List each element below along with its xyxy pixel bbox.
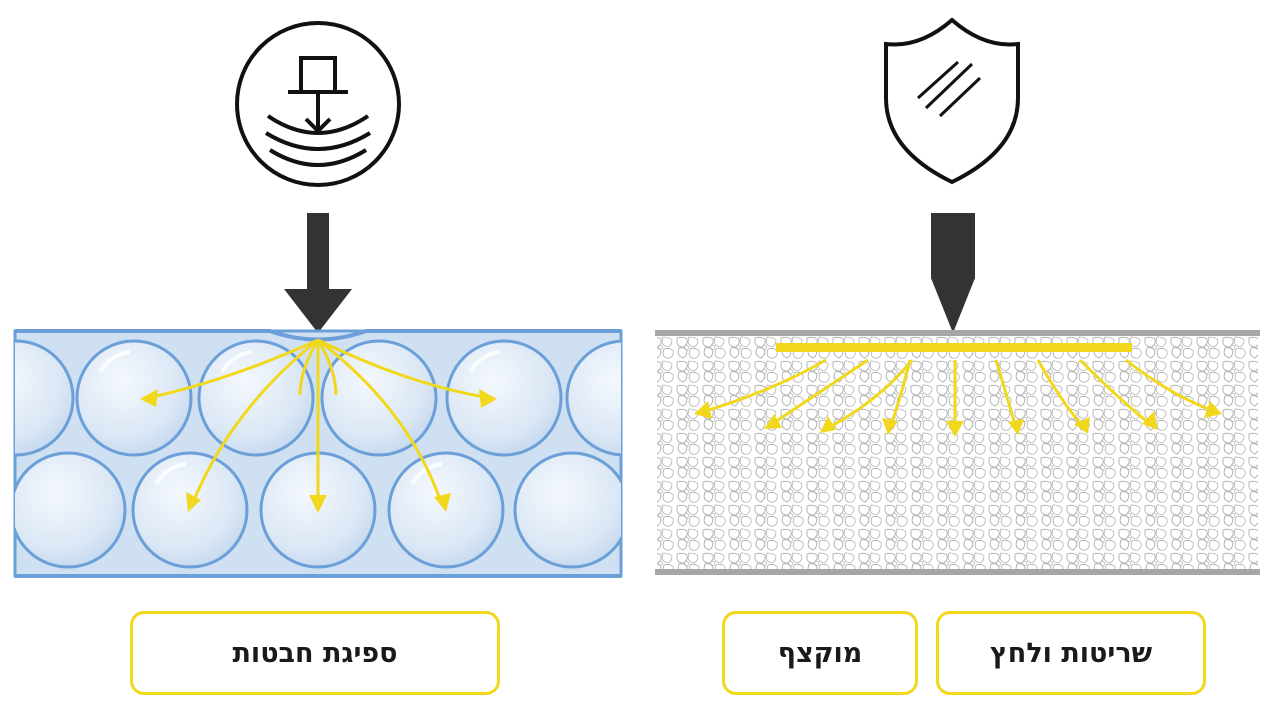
pressure-point-arrow [931, 213, 975, 333]
foam-label: מוקצף [722, 611, 918, 695]
shock-absorption-icon [235, 21, 401, 187]
scratch-shield-icon [884, 17, 1020, 185]
scratch-pressure-label: שריטות ולחץ [936, 611, 1206, 695]
impact-force-arrow [284, 213, 352, 333]
shock-absorption-label: ספיגת חבטות [130, 611, 500, 695]
force-dispersion-arrows-right [701, 358, 1217, 430]
bubble-wrap-layer [13, 329, 623, 578]
foam-layer [655, 330, 1260, 575]
pressure-spread-bar [776, 343, 1132, 352]
force-dispersion-arrowheads-left [140, 389, 497, 513]
force-dispersion-arrows-left [147, 338, 491, 506]
force-dispersion-arrowheads-right [694, 401, 1222, 437]
